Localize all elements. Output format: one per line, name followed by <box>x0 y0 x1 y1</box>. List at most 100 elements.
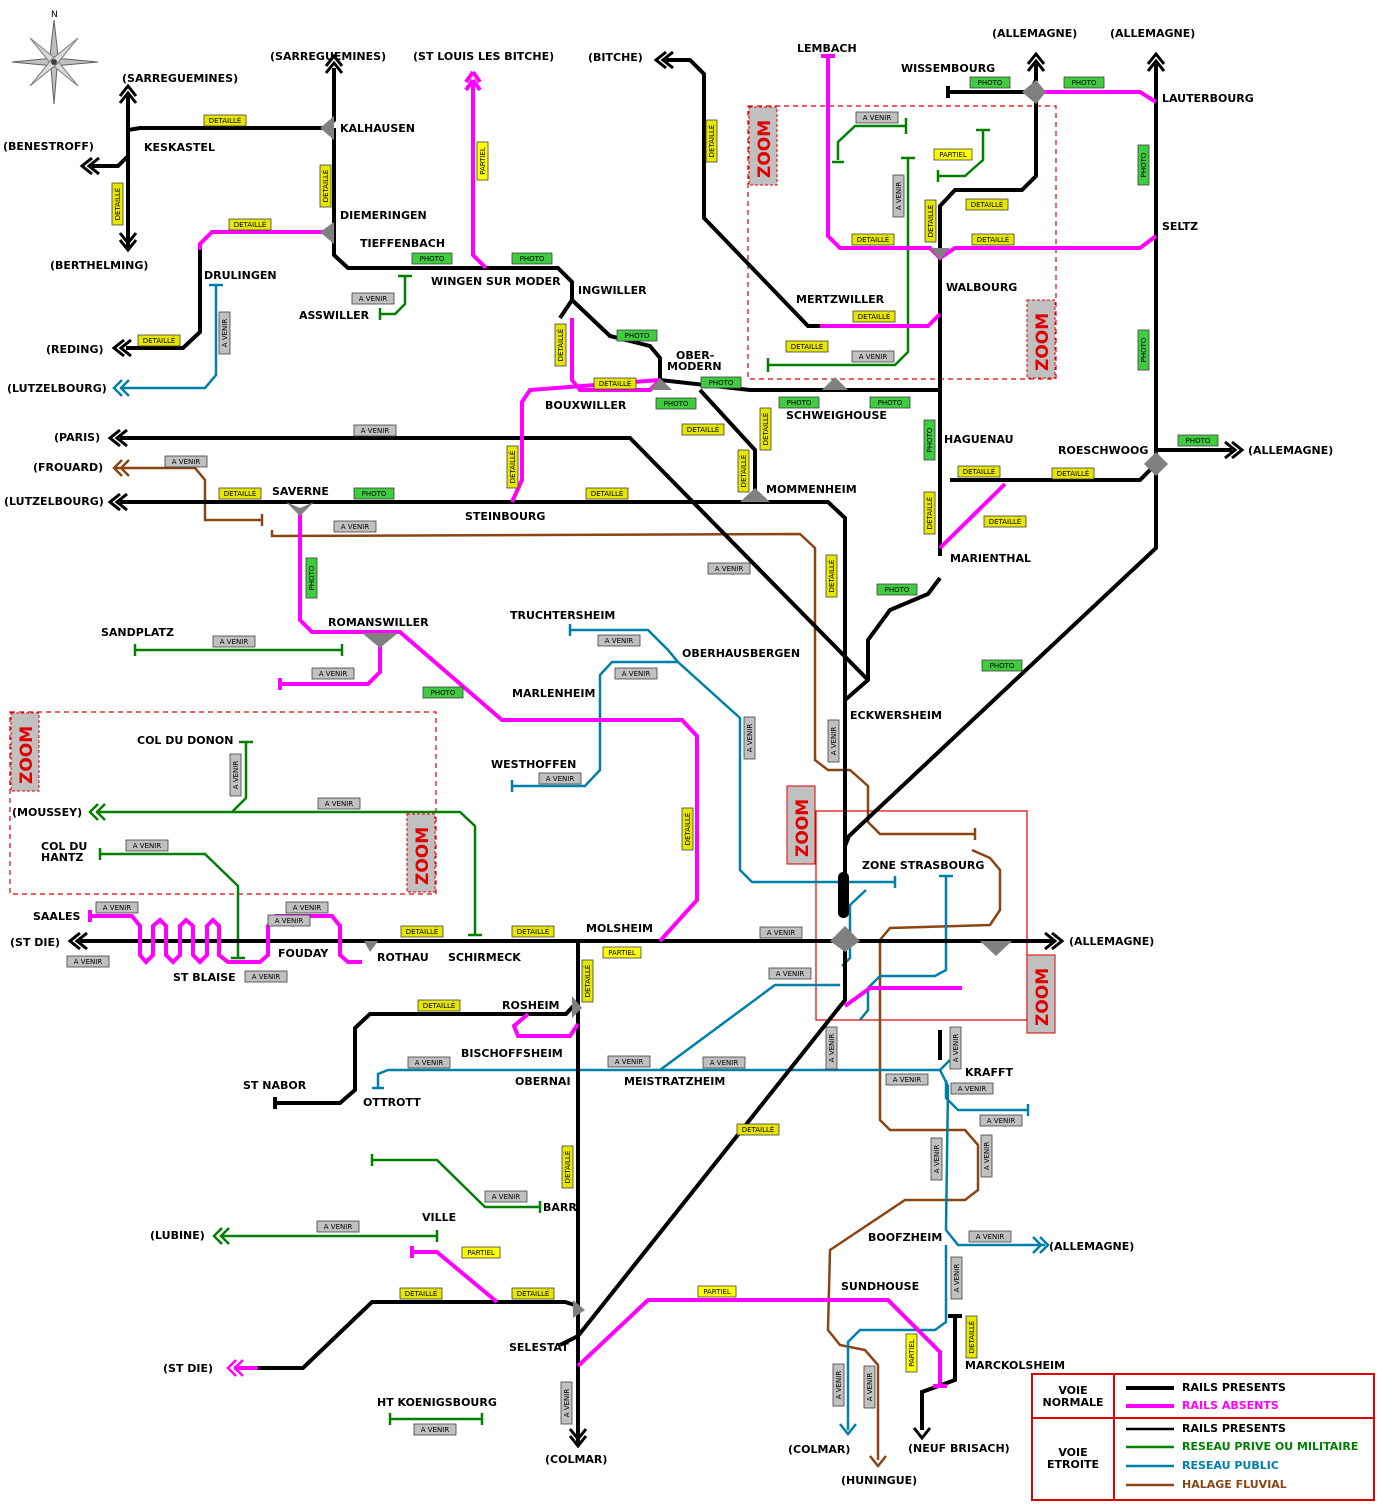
tag-photo[interactable]: PHOTO <box>778 396 820 409</box>
zoom-box-north[interactable] <box>747 105 1057 380</box>
tag-detaille[interactable]: DETAILLÉ <box>203 114 247 127</box>
tag-detaille[interactable]: DETAILLÉ <box>737 449 750 493</box>
tag-photo[interactable]: PHOTO <box>511 252 553 265</box>
tag-photo[interactable]: PHOTO <box>353 487 395 500</box>
tag-detaille[interactable]: DETAILLÉ <box>585 487 629 500</box>
tag-avenir[interactable]: A VENIR <box>607 1055 651 1068</box>
tag-avenir[interactable]: A VENIR <box>351 292 395 305</box>
tag-partiel[interactable]: PARTIEL <box>933 148 973 161</box>
tag-detaille[interactable]: DETAILLÉ <box>825 554 838 598</box>
tag-avenir[interactable]: A VENIR <box>980 1134 993 1178</box>
tag-photo[interactable]: PHOTO <box>1137 329 1150 371</box>
tag-partiel[interactable]: PARTIEL <box>905 1333 918 1373</box>
tag-partiel[interactable]: PARTIEL <box>697 1285 737 1298</box>
tag-detaille[interactable]: DETAILLÉ <box>736 1123 780 1136</box>
tag-avenir[interactable]: A VENIR <box>832 1363 845 1407</box>
tag-avenir[interactable]: A VENIR <box>311 667 355 680</box>
tag-avenir[interactable]: A VENIR <box>212 635 256 648</box>
tag-avenir[interactable]: A VENIR <box>333 520 377 533</box>
tag-detaille[interactable]: DETAILLÉ <box>681 807 694 851</box>
tag-detaille[interactable]: DETAILLÉ <box>399 1287 443 1300</box>
tag-avenir[interactable]: A VENIR <box>768 967 812 980</box>
tag-avenir[interactable]: A VENIR <box>218 311 231 355</box>
tag-avenir[interactable]: A VENIR <box>743 716 756 760</box>
tag-detaille[interactable]: DETAILLÉ <box>319 164 332 208</box>
tag-photo[interactable]: PHOTO <box>869 396 911 409</box>
tag-detaille[interactable]: DETAILLÉ <box>681 423 725 436</box>
tag-photo[interactable]: PHOTO <box>981 659 1023 672</box>
tag-partiel[interactable]: PARTIEL <box>602 946 642 959</box>
tag-avenir[interactable]: A VENIR <box>353 424 397 437</box>
tag-photo[interactable]: PHOTO <box>655 397 697 410</box>
tag-detaille[interactable]: DETAILLÉ <box>511 1287 555 1300</box>
tag-avenir[interactable]: A VENIR <box>855 111 899 124</box>
tag-detaille[interactable]: DETAILLÉ <box>137 334 181 347</box>
tag-photo[interactable]: PHOTO <box>616 329 658 342</box>
tag-avenir[interactable]: A VENIR <box>707 562 751 575</box>
tag-photo[interactable]: PHOTO <box>700 376 742 389</box>
tag-detaille[interactable]: DETAILLÉ <box>417 999 461 1012</box>
tag-avenir[interactable]: A VENIR <box>229 753 242 797</box>
tag-detaille[interactable]: DETAILLÉ <box>851 233 895 246</box>
tag-photo[interactable]: PHOTO <box>876 583 918 596</box>
zoom-box-west[interactable] <box>9 711 437 895</box>
tag-avenir[interactable]: A VENIR <box>95 901 139 914</box>
tag-avenir[interactable]: A VENIR <box>863 1365 876 1409</box>
tag-avenir[interactable]: A VENIR <box>614 667 658 680</box>
tag-detaille[interactable]: DETAILLÉ <box>111 182 124 226</box>
tag-detaille[interactable]: DETAILLÉ <box>1051 467 1095 480</box>
tag-avenir[interactable]: A VENIR <box>538 772 582 785</box>
tag-avenir[interactable]: A VENIR <box>851 350 895 363</box>
tag-photo[interactable]: PHOTO <box>923 419 936 461</box>
tag-avenir[interactable]: A VENIR <box>484 1190 528 1203</box>
tag-partiel[interactable]: PARTIEL <box>476 141 489 181</box>
tag-avenir[interactable]: A VENIR <box>413 1423 457 1436</box>
tag-avenir[interactable]: A VENIR <box>885 1073 929 1086</box>
tag-detaille[interactable]: DETAILLÉ <box>400 925 444 938</box>
tag-avenir[interactable]: A VENIR <box>407 1056 451 1069</box>
tag-avenir[interactable]: A VENIR <box>125 839 169 852</box>
tag-detaille[interactable]: DETAILLÉ <box>983 515 1027 528</box>
tag-photo[interactable]: PHOTO <box>969 76 1011 89</box>
tag-avenir[interactable]: A VENIR <box>317 797 361 810</box>
tag-detaille[interactable]: DETAILLÉ <box>923 491 936 535</box>
tag-detaille[interactable]: DETAILLÉ <box>218 487 262 500</box>
tag-photo[interactable]: PHOTO <box>411 252 453 265</box>
tag-detaille[interactable]: DETAILLÉ <box>581 959 594 1003</box>
tag-detaille[interactable]: DETAILLÉ <box>593 377 637 390</box>
tag-detaille[interactable]: DETAILLÉ <box>852 310 896 323</box>
tag-avenir[interactable]: A VENIR <box>950 1082 994 1095</box>
tag-avenir[interactable]: A VENIR <box>825 1026 838 1070</box>
tag-avenir[interactable]: A VENIR <box>285 901 329 914</box>
tag-photo[interactable]: PHOTO <box>1137 144 1150 186</box>
tag-avenir[interactable]: A VENIR <box>950 1256 963 1300</box>
tag-detaille[interactable]: DETAILLÉ <box>759 407 772 451</box>
tag-avenir[interactable]: A VENIR <box>702 1056 746 1069</box>
tag-avenir[interactable]: A VENIR <box>267 914 311 927</box>
tag-avenir[interactable]: A VENIR <box>979 1114 1023 1127</box>
tag-avenir[interactable]: A VENIR <box>827 719 840 763</box>
tag-detaille[interactable]: DETAILLÉ <box>965 198 1009 211</box>
tag-photo[interactable]: PHOTO <box>305 557 318 599</box>
tag-photo[interactable]: PHOTO <box>1177 434 1219 447</box>
tag-avenir[interactable]: A VENIR <box>892 174 905 218</box>
tag-avenir[interactable]: A VENIR <box>930 1137 943 1181</box>
tag-avenir[interactable]: A VENIR <box>66 955 110 968</box>
tag-avenir[interactable]: A VENIR <box>164 455 208 468</box>
tag-photo[interactable]: PHOTO <box>1063 76 1105 89</box>
tag-detaille[interactable]: DETAILLÉ <box>511 925 555 938</box>
tag-detaille[interactable]: DETAILLÉ <box>785 340 829 353</box>
tag-avenir[interactable]: A VENIR <box>759 926 803 939</box>
tag-detaille[interactable]: DETAILLÉ <box>506 445 519 489</box>
tag-partiel[interactable]: PARTIEL <box>461 1246 501 1259</box>
tag-avenir[interactable]: A VENIR <box>968 1230 1012 1243</box>
tag-detaille[interactable]: DETAILLÉ <box>957 465 1001 478</box>
tag-avenir[interactable]: A VENIR <box>949 1026 962 1070</box>
tag-detaille[interactable]: DETAILLÉ <box>971 233 1015 246</box>
tag-detaille[interactable]: DETAILLÉ <box>965 1315 978 1359</box>
strasbourg-station[interactable] <box>838 872 849 918</box>
tag-avenir[interactable]: A VENIR <box>244 970 288 983</box>
tag-detaille[interactable]: DETAILLÉ <box>554 323 567 367</box>
tag-avenir[interactable]: A VENIR <box>560 1381 573 1425</box>
tag-detaille[interactable]: DETAILLÉ <box>561 1145 574 1189</box>
